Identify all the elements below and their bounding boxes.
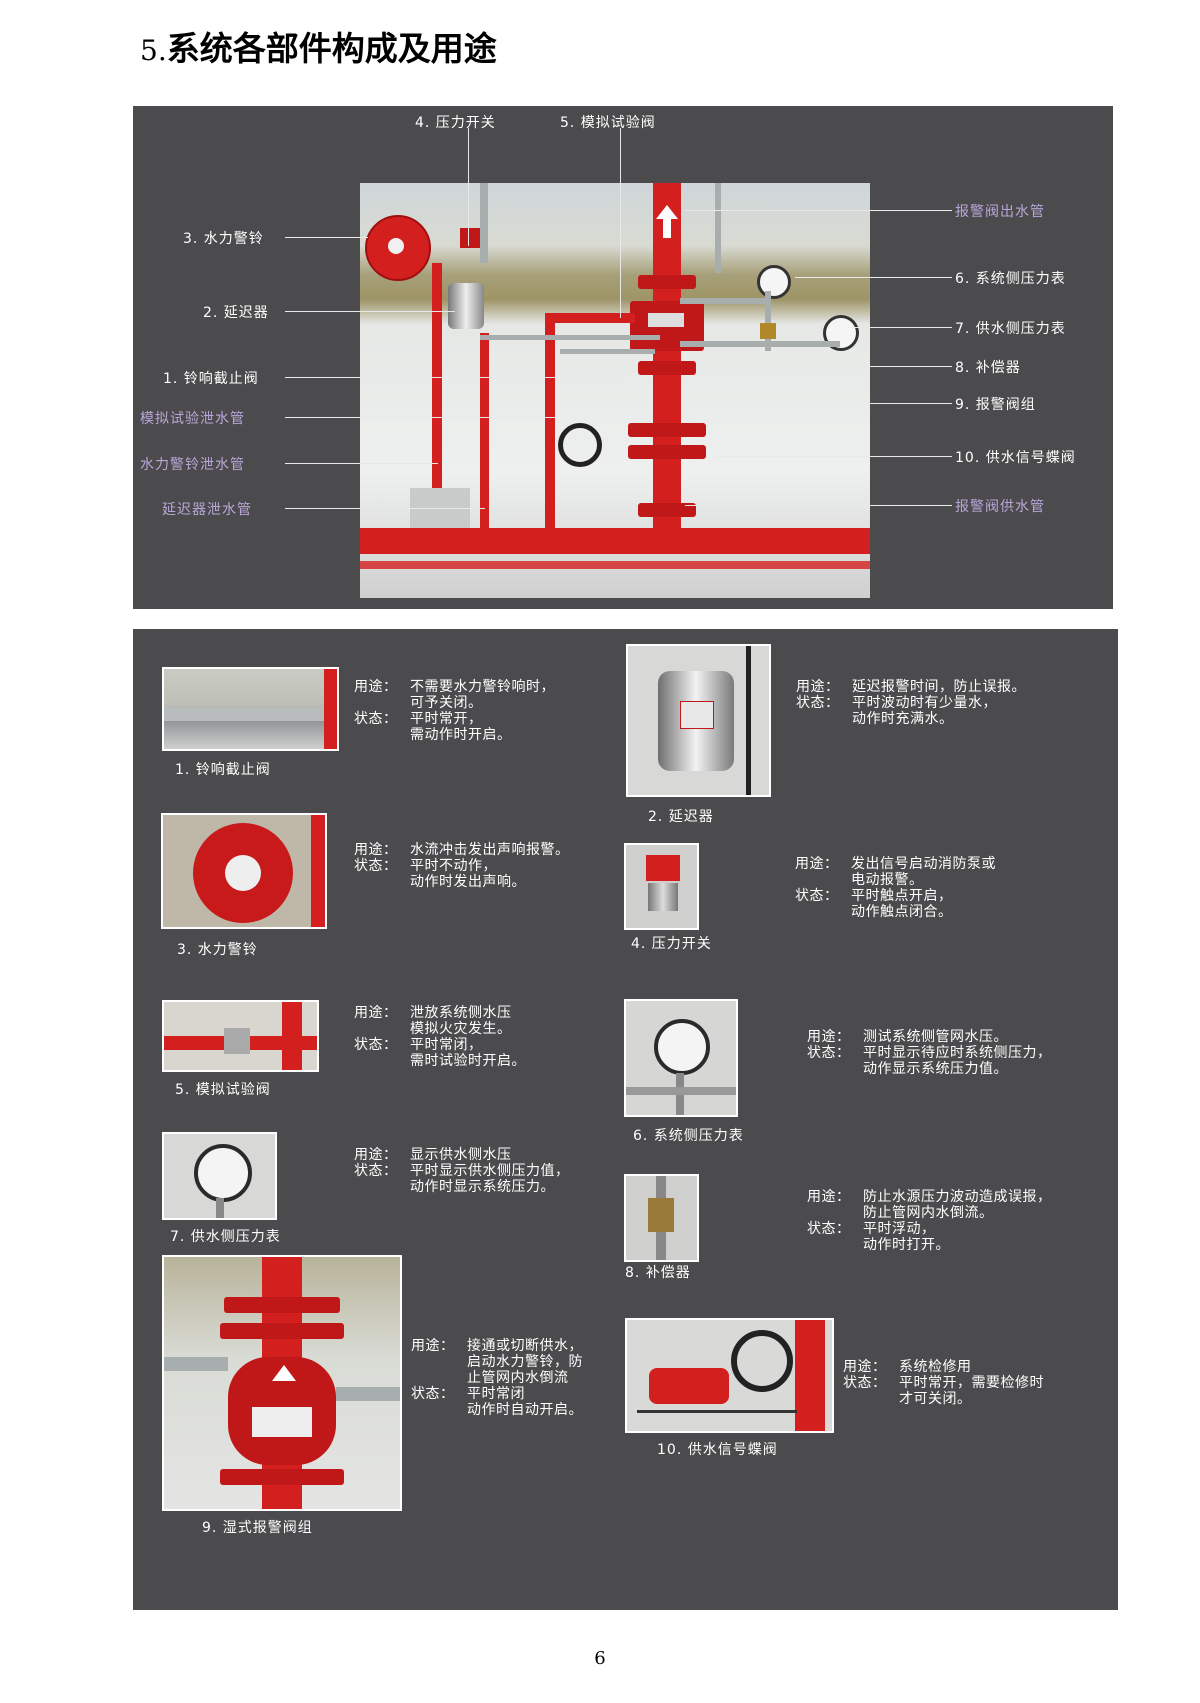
label-supply-butterfly-valve: 10. 供水信号蝶阀 (955, 450, 1076, 466)
label-pressure-switch: 4. 压力开关 (415, 115, 496, 131)
thumb-compensator (624, 1174, 699, 1262)
caption-8: 8. 补偿器 (625, 1265, 691, 1281)
page-number: 6 (594, 1648, 606, 1669)
label-bell-drain: 水力警铃泄水管 (140, 457, 245, 473)
caption-4: 4. 压力开关 (631, 936, 712, 952)
desc-3: 用途：水流冲击发出声响报警。 状态：平时不动作， 动作时发出声响。 (354, 842, 570, 890)
section-title: 5.系统各部件构成及用途 (140, 22, 497, 70)
caption-5: 5. 模拟试验阀 (175, 1082, 271, 1098)
label-bell-stop-valve: 1. 铃响截止阀 (163, 371, 259, 387)
desc-4: 用途：发出信号启动消防泵或 电动报警。 状态：平时触点开启， 动作触点闭合。 (795, 856, 996, 920)
caption-1: 1. 铃响截止阀 (175, 762, 271, 778)
desc-9: 用途：接通或切断供水， 启动水力警铃，防 止管网内水倒流 状态：平时常闭 动作时… (411, 1338, 583, 1418)
leader-water-bell (285, 237, 368, 238)
leader-retarder (285, 311, 455, 312)
caption-9: 9. 湿式报警阀组 (202, 1520, 313, 1536)
thumb-butterfly-valve (625, 1318, 834, 1433)
thumb-test-valve (162, 1000, 319, 1072)
section-title-text: 系统各部件构成及用途 (166, 29, 497, 68)
caption-7: 7. 供水侧压力表 (170, 1229, 281, 1245)
thumb-system-gauge (624, 999, 738, 1117)
label-test-valve: 5. 模拟试验阀 (560, 115, 656, 131)
thumb-wet-alarm-valve (162, 1255, 402, 1511)
thumb-pressure-switch (624, 843, 699, 930)
alarm-valve-photo (360, 183, 870, 598)
label-compensator: 8. 补偿器 (955, 360, 1021, 376)
desc-8: 用途：防止水源压力波动造成误报， 防止管网内水倒流。 状态：平时浮动， 动作时打… (807, 1189, 1052, 1253)
leader-alarm-supply-pipe (685, 505, 952, 506)
leader-retarder-drain (285, 508, 485, 509)
desc-1: 用途：不需要水力警铃响时， 可予关闭。 状态：平时常开， 需动作时开启。 (354, 679, 555, 743)
label-supply-gauge: 7. 供水侧压力表 (955, 321, 1066, 337)
leader-bell-drain (285, 463, 438, 464)
desc-6: 用途：测试系统侧管网水压。 状态：平时显示待应时系统侧压力， 动作显示系统压力值… (807, 1029, 1052, 1077)
leader-alarm-outlet-pipe (685, 210, 952, 211)
desc-5: 用途：泄放系统侧水压 模拟火灾发生。 状态：平时常闭， 需时试验时开启。 (354, 1005, 526, 1069)
leader-compensator (780, 366, 952, 367)
leader-supply-butterfly-valve (715, 456, 952, 457)
label-water-bell: 3. 水力警铃 (183, 231, 264, 247)
label-test-drain: 模拟试验泄水管 (140, 411, 245, 427)
leader-test-valve (620, 128, 621, 318)
thumb-bell-stop-valve (162, 667, 339, 751)
label-alarm-supply-pipe: 报警阀供水管 (955, 499, 1045, 515)
leader-alarm-valve-group (684, 403, 952, 404)
caption-3: 3. 水力警铃 (177, 942, 258, 958)
caption-10: 10. 供水信号蝶阀 (657, 1442, 778, 1458)
caption-2: 2. 延迟器 (648, 809, 714, 825)
leader-test-drain (285, 417, 555, 418)
desc-2: 用途：延迟报警时间，防止误报。 状态：平时波动时有少量水， 动作时充满水。 (796, 679, 1026, 727)
leader-pressure-switch (468, 128, 469, 246)
thumb-supply-gauge (162, 1132, 277, 1220)
desc-10: 用途：系统检修用 状态：平时常开，需要检修时 才可关闭。 (843, 1359, 1044, 1407)
caption-6: 6. 系统侧压力表 (633, 1128, 744, 1144)
section-number: 5. (140, 34, 167, 67)
label-system-gauge: 6. 系统侧压力表 (955, 271, 1066, 287)
label-retarder-drain: 延迟器泄水管 (162, 502, 252, 518)
leader-bell-stop-valve (285, 377, 625, 378)
leader-supply-gauge (855, 327, 952, 328)
thumb-retarder (626, 644, 771, 797)
leader-system-gauge (795, 277, 952, 278)
label-retarder: 2. 延迟器 (203, 305, 269, 321)
thumb-water-bell (161, 813, 327, 929)
desc-7: 用途：显示供水侧水压 状态：平时显示供水侧压力值， 动作时显示系统压力。 (354, 1147, 570, 1195)
label-alarm-valve-group: 9. 报警阀组 (955, 397, 1036, 413)
label-alarm-outlet-pipe: 报警阀出水管 (955, 204, 1045, 220)
